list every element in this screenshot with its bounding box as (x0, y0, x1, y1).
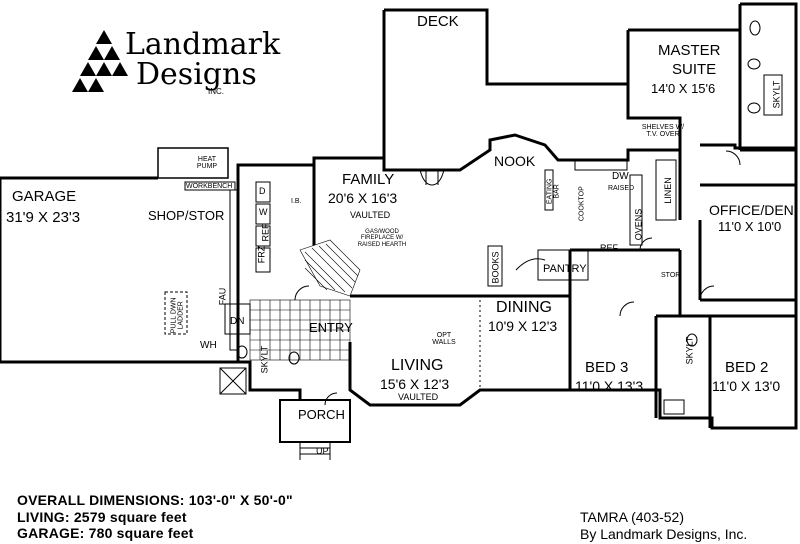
heat-pump-box (157, 147, 229, 179)
stor-label: STOR (661, 272, 681, 279)
dn-label: DN (230, 316, 245, 327)
bed2-dim: 11'0 X 13'0 (712, 378, 781, 394)
fireplace-label: GAS/WOOD FIREPLACE W/ RAISED HEARTH (357, 229, 407, 248)
office-outline (700, 143, 798, 302)
d-label: D (259, 186, 266, 196)
eating-bar-label: EATING BAR (546, 178, 561, 205)
workbench-label: WORKBENCH (186, 183, 233, 190)
living-dim: 15'6 X 12'3 (380, 376, 450, 392)
entry-label: ENTRY (309, 320, 353, 335)
wh-label: WH (200, 340, 217, 351)
master-suite-dim: 14'0 X 15'6 (651, 81, 716, 96)
ref2-label: REF (600, 243, 618, 253)
family-label: FAMILY (342, 171, 395, 188)
porch-label: PORCH (298, 407, 345, 422)
nook-label: NOOK (494, 153, 536, 169)
frz-label: FRZ (256, 245, 267, 264)
porch-outline (279, 399, 351, 443)
up-label: UP (316, 446, 329, 456)
dining-dim: 10'9 X 12'3 (488, 318, 558, 334)
ovens-label: OVENS (633, 208, 644, 241)
skylt-label-bath: SKYLT (684, 336, 695, 365)
ref-label: REF (260, 223, 271, 242)
garage-sqft: GARAGE: 780 square feet (17, 525, 194, 541)
bed2-label: BED 2 (725, 359, 769, 376)
dw-label: DW (612, 171, 629, 182)
dining-label: DINING (496, 299, 552, 316)
books-label: BOOKS (490, 251, 501, 284)
pantry-label: PANTRY (543, 263, 587, 275)
brand-suffix: INC. (208, 87, 224, 96)
pull-down-ladder-label: PULL DWN LADDER (170, 297, 185, 334)
master-suite-outline (626, 30, 682, 150)
family-dim: 20'6 X 16'3 (328, 190, 398, 206)
skylt-label-master: SKYLT (771, 80, 782, 109)
landmark-logo-icon (72, 30, 128, 92)
heat-pump-label: HEAT PUMP (196, 156, 218, 171)
skylt-label-entry: SKYLT (259, 345, 270, 374)
family-note: VAULTED (350, 210, 391, 220)
raised-label: RAISED (608, 185, 635, 192)
garage-label: GARAGE (12, 188, 77, 205)
living-note: VAULTED (398, 392, 439, 402)
fau-label: FAU (217, 287, 228, 306)
w-label: W (259, 207, 268, 217)
opt-walls-label: OPT WALLS (432, 332, 456, 347)
master-suite-label-2: SUITE (672, 61, 717, 78)
ib-label: I.B. (291, 198, 302, 205)
brand-name-line1: Landmark (125, 27, 281, 62)
bed3-label: BED 3 (585, 359, 629, 376)
credit: By Landmark Designs, Inc. (580, 526, 748, 542)
garage-dim: 31'9 X 23'3 (6, 209, 81, 226)
brand-name-line2: Designs (136, 57, 257, 92)
master-suite-label-1: MASTER (658, 42, 721, 59)
plan-name: TAMRA (403-52) (580, 509, 684, 525)
office-dim: 11'0 X 10'0 (718, 219, 782, 234)
shop-label: SHOP/STOR (148, 208, 225, 223)
overall-dimensions: OVERALL DIMENSIONS: 103'-0" X 50'-0" (17, 492, 293, 508)
bed3-dim: 11'0 X 13'3 (575, 378, 644, 394)
living-label: LIVING (391, 357, 444, 374)
linen-label: LINEN (662, 177, 673, 204)
cooktop-label: COOKTOP (578, 186, 586, 222)
deck-label: DECK (417, 13, 459, 30)
garage-outline (0, 178, 238, 364)
office-label: OFFICE/DEN (709, 202, 794, 218)
shelves-label: SHELVES W/ T.V. OVER (641, 124, 685, 139)
living-sqft: LIVING: 2579 square feet (17, 509, 187, 525)
living-outline (348, 342, 570, 407)
